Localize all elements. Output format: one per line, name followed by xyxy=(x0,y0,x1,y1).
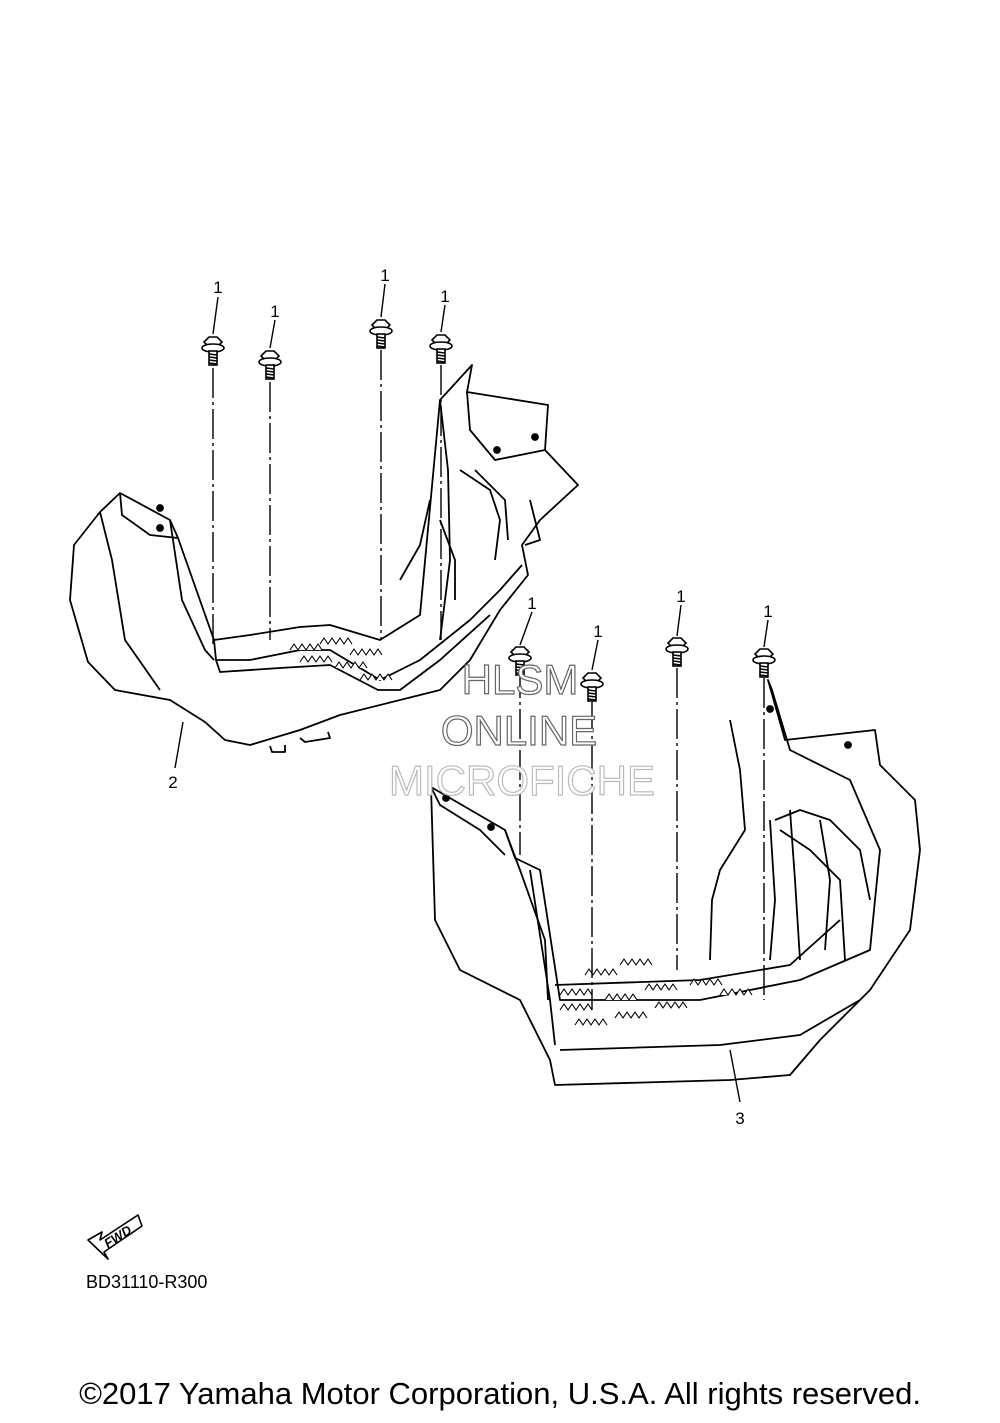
callout-1: 1 xyxy=(270,302,279,321)
callout-1: 1 xyxy=(676,587,685,606)
callout-1: 1 xyxy=(380,266,389,285)
right-footrest-guard xyxy=(430,679,921,1086)
bolt-icon xyxy=(580,672,604,702)
copyright-footer: ©2017 Yamaha Motor Corporation, U.S.A. A… xyxy=(79,1376,921,1411)
watermark-line-1: HLSM xyxy=(462,656,579,703)
callout-2: 2 xyxy=(168,773,177,792)
callout-1: 1 xyxy=(213,278,222,297)
watermark-line-2: ONLINE xyxy=(441,707,597,754)
bolt-icon xyxy=(429,334,453,364)
bolt-icon xyxy=(752,648,776,678)
left-footrest-guard xyxy=(69,364,579,753)
fwd-arrow-icon: FWD xyxy=(87,1214,143,1260)
callout-1: 1 xyxy=(527,594,536,613)
callout-1: 1 xyxy=(763,602,772,621)
bolt-icon xyxy=(369,319,393,349)
diagram-code: BD31110-R300 xyxy=(86,1272,207,1292)
watermark: HLSM ONLINE MICROFICHE xyxy=(388,655,655,804)
callout-1: 1 xyxy=(440,287,449,306)
bolt-icon xyxy=(665,637,689,667)
callout-1: 1 xyxy=(593,622,602,641)
bolt-icon xyxy=(201,336,225,366)
bolt-center-lines xyxy=(212,350,765,1010)
watermark-line-3: MICROFICHE xyxy=(389,757,655,804)
bolt-icon xyxy=(258,350,282,380)
callout-3: 3 xyxy=(735,1109,744,1128)
callout-leaders xyxy=(174,283,769,1103)
